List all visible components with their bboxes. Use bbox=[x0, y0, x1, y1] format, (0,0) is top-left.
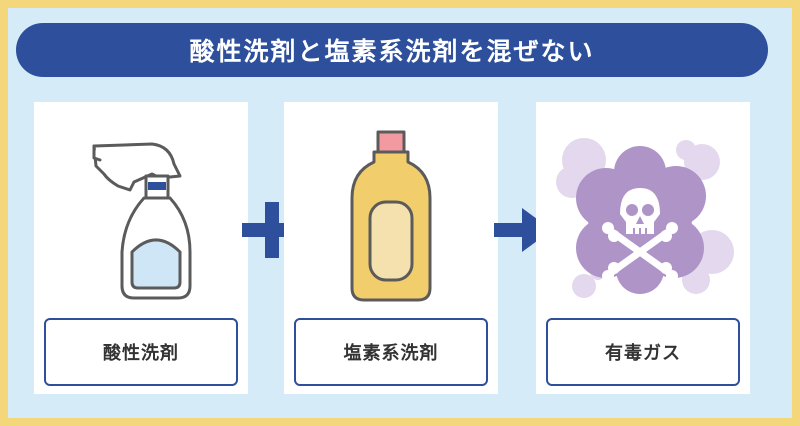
page-title: 酸性洗剤と塩素系洗剤を混ぜない bbox=[16, 23, 768, 77]
label-text: 有毒ガス bbox=[605, 343, 681, 364]
label-text: 酸性洗剤 bbox=[103, 343, 179, 364]
bleach-bottle-icon bbox=[350, 130, 432, 302]
panel-acidic-detergent: 酸性洗剤 bbox=[34, 102, 248, 394]
label-acidic-detergent: 酸性洗剤 bbox=[44, 318, 238, 386]
panel-toxic-gas: 有毒ガス bbox=[536, 102, 750, 394]
label-chlorine-detergent: 塩素系洗剤 bbox=[294, 318, 488, 386]
skull-gas-cloud-icon bbox=[556, 138, 734, 298]
label-toxic-gas: 有毒ガス bbox=[546, 318, 740, 386]
panel-chlorine-detergent: 塩素系洗剤 bbox=[284, 102, 498, 394]
label-text: 塩素系洗剤 bbox=[343, 343, 439, 364]
spray-bottle-icon bbox=[92, 142, 192, 300]
